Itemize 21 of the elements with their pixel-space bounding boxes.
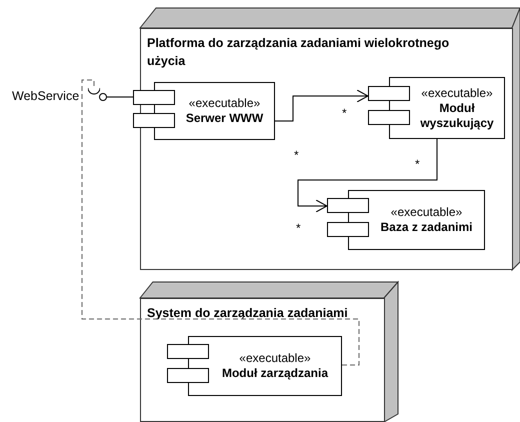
interface-label: WebService: [12, 89, 80, 103]
component-name: Moduł zarządzania: [222, 366, 328, 381]
component-symbol: [368, 77, 505, 139]
multiplicity-label: *: [415, 157, 420, 171]
stereotype-label: «executable»: [239, 351, 311, 366]
multiplicity-label: *: [342, 106, 347, 120]
component-name: Serwer WWW: [186, 111, 264, 126]
stereotype-label: «executable»: [188, 96, 260, 111]
multiplicity-label: *: [294, 148, 299, 162]
connector-line: [106, 96, 134, 98]
arrow: [274, 90, 368, 122]
component-name: Moduł wyszukujący: [419, 100, 495, 130]
dependency-line: [82, 80, 360, 366]
component-name: Baza z zadanimi: [380, 220, 473, 235]
stereotype-label: «executable»: [421, 86, 493, 100]
interface-circle: [99, 93, 107, 101]
node-heading: System do zarządzania zadaniami: [147, 305, 349, 322]
stereotype-label: «executable»: [390, 205, 462, 220]
multiplicity-label: *: [296, 221, 301, 235]
arrow: [298, 138, 438, 212]
node-heading: Platforma do zarządzania zadaniami wielokrotnego użycia: [147, 35, 450, 70]
